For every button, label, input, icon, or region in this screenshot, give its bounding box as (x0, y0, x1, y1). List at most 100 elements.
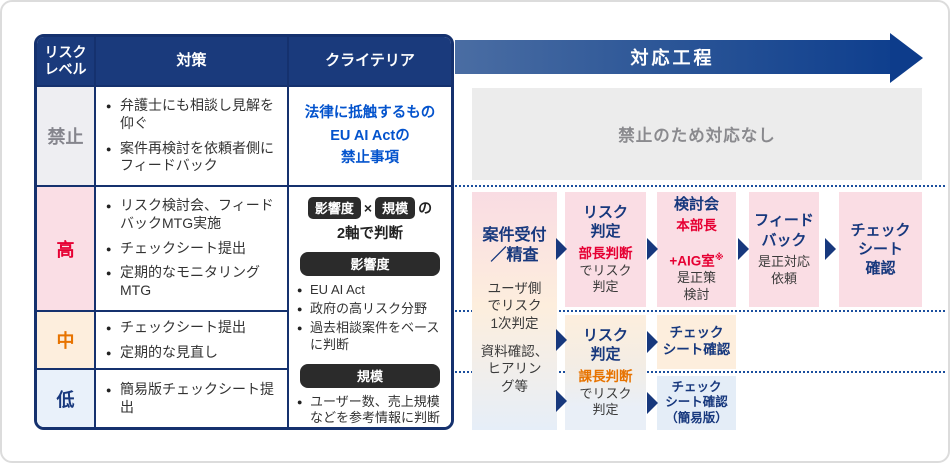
row-label-low: 低 (37, 370, 96, 427)
box-intake: 案件受付 ／精査 ユーザ側 でリスク 1次判定 資料確認、 ヒアリン グ等 (472, 192, 557, 430)
row-label-high: 高 (37, 187, 96, 312)
box-body: ユーザ側 でリスク 1次判定 (487, 280, 542, 332)
measure-text: 案件再検討を依頼者側にフィードバック (120, 139, 274, 174)
box-body: 是正策 検討 (676, 270, 716, 303)
bullet-icon: ● (106, 243, 112, 254)
box-accent: +AIG室※ (669, 235, 723, 271)
box-title: チェック シート 確認 (850, 221, 911, 278)
box-review-meeting: 検討会 本部長 +AIG室※ 是正策 検討 (657, 192, 736, 307)
impact-section-pill: 影響度 (300, 252, 440, 276)
measures-high: ● リスク検討会、フィードバックMTG実施 ● チェックシート提出 ● 定期的な… (96, 187, 289, 312)
bullet-icon: ● (106, 143, 112, 154)
bullet-item: ● 政府の高リスク分野 (297, 301, 443, 318)
impact-scale-judgement: 影響度 × 規模 の (297, 197, 443, 219)
judgement-line2: 2軸で判断 (336, 226, 404, 242)
box-title: 案件受付 ／精査 (482, 227, 547, 265)
bullet-item: ● チェックシート提出 (106, 240, 281, 258)
measure-text: 簡易版チェックシート提出 (120, 380, 274, 415)
header-cell-criteria: クライテリア (289, 37, 451, 87)
box-checksheet-high: チェック シート 確認 (839, 192, 922, 307)
box-checksheet-mid: チェック シート確認 (657, 315, 736, 369)
particle-text: の (418, 200, 433, 216)
measure-text: 弁護士にも相談し見解を仰ぐ (120, 96, 274, 131)
bullet-item: ● 定期的なモニタリングMTG (106, 264, 281, 300)
scale-pill: 規模 (375, 197, 416, 219)
flow-arrow-icon (556, 329, 567, 351)
measures-prohibited: ● 弁護士にも相談し見解を仰ぐ ● 案件再検討を依頼者側にフィードバック (96, 87, 289, 187)
footnote-mark: ※ (714, 252, 724, 263)
dotted-separator (455, 310, 945, 312)
box-title: チェック シート確認 （簡易版） (665, 380, 728, 425)
row-label-mid: 中 (37, 312, 96, 370)
scale-item: ユーザー数、売上規模などを参考情報に判断 (310, 393, 441, 426)
box-title: フィード バック (754, 212, 814, 249)
box-body: でリスク 判定 (579, 385, 632, 418)
scale-section-pill: 規模 (300, 363, 440, 388)
bullet-icon: ● (106, 100, 112, 111)
bullet-item: ● 簡易版チェックシート提出 (106, 381, 281, 417)
bullet-icon: ● (106, 384, 112, 395)
bullet-item: ● ユーザー数、売上規模などを参考情報に判断 (297, 393, 443, 427)
bullet-item: ● リスク検討会、フィードバックMTG実施 (106, 197, 281, 233)
row-label-prohibited: 禁止 (37, 87, 96, 187)
bullet-icon: ● (106, 322, 112, 333)
box-title: 検討会 (673, 195, 719, 213)
bullet-item: ● 過去相談案件をベースに判断 (297, 320, 443, 354)
box-risk-judgement-high: リスク 判定 部長判断 でリスク 判定 (565, 192, 646, 307)
bullet-icon: ● (297, 303, 303, 314)
box-accent-text: +AIG室 (669, 253, 715, 269)
box-feedback: フィード バック 是正対応 依頼 (749, 192, 819, 307)
flow-arrow-icon (738, 238, 749, 260)
impact-item: 過去相談案件をベースに判断 (310, 319, 440, 352)
process-header-arrow: 対応工程 (455, 40, 890, 74)
criteria-prohibited-text: 法律に抵触するもの EU AI Actの 禁止事項 (289, 87, 451, 187)
risk-table: リスク レベル 対策 クライテリア 禁止 ● 弁護士にも相談し見解を仰ぐ ● 案… (34, 34, 454, 430)
box-accent: 部長判断 (578, 246, 633, 262)
bullet-icon: ● (106, 268, 112, 279)
box-risk-judgement-midlow: リスク 判定 課長判断 でリスク 判定 (565, 315, 646, 430)
box-title: リスク 判定 (582, 326, 628, 363)
measure-text: 定期的なモニタリングMTG (120, 264, 260, 299)
box-body: 是正対応 依頼 (757, 253, 810, 286)
flow-arrow-icon (647, 238, 658, 260)
box-accent: 本部長 (676, 218, 717, 234)
bullet-item: ● チェックシート提出 (106, 319, 281, 337)
bullet-icon: ● (297, 396, 303, 407)
bullet-icon: ● (106, 200, 112, 211)
bullet-icon: ● (297, 285, 303, 295)
measure-text: 定期的な見直し (120, 343, 218, 360)
header-cell-risk-level: リスク レベル (37, 37, 96, 87)
prohibited-note-box: 禁止のため対応なし (472, 88, 922, 180)
header-cell-measures: 対策 (96, 37, 289, 87)
flow-arrow-icon (556, 238, 567, 260)
process-arrow-head-icon (890, 33, 923, 83)
impact-item: EU AI Act (310, 282, 365, 297)
dotted-separator (455, 371, 945, 373)
measure-text: チェックシート提出 (120, 239, 246, 256)
measure-text: チェックシート提出 (120, 318, 246, 335)
bullet-icon: ● (106, 347, 112, 358)
bullet-item: ● EU AI Act (297, 282, 443, 299)
times-symbol: × (363, 200, 373, 216)
bullet-icon: ● (297, 322, 303, 333)
measures-mid: ● チェックシート提出 ● 定期的な見直し (96, 312, 289, 370)
flow-arrow-icon (556, 390, 567, 412)
box-accent: 課長判断 (578, 369, 633, 385)
box-body: 資料確認、 ヒアリン グ等 (480, 343, 549, 394)
dotted-separator (455, 185, 945, 187)
bullet-item: ● 定期的な見直し (106, 344, 281, 362)
impact-pill: 影響度 (307, 197, 361, 219)
measure-text: リスク検討会、フィードバックMTG実施 (120, 196, 274, 231)
box-checksheet-low-simplified: チェック シート確認 （簡易版） (657, 376, 736, 430)
measures-low: ● 簡易版チェックシート提出 (96, 370, 289, 427)
box-title: リスク 判定 (582, 203, 628, 240)
impact-item: 政府の高リスク分野 (310, 300, 428, 316)
box-title: チェック シート確認 (662, 325, 731, 357)
flow-arrow-icon (647, 331, 658, 353)
flow-arrow-icon (825, 238, 836, 260)
bullet-item: ● 弁護士にも相談し見解を仰ぐ (106, 97, 281, 133)
box-body: でリスク 判定 (579, 262, 632, 295)
criteria-judgement-cell: 影響度 × 規模 の 2軸で判断 影響度 ● EU AI Act ● 政府の高リ… (289, 187, 451, 427)
bullet-item: ● 案件再検討を依頼者側にフィードバック (106, 140, 281, 176)
